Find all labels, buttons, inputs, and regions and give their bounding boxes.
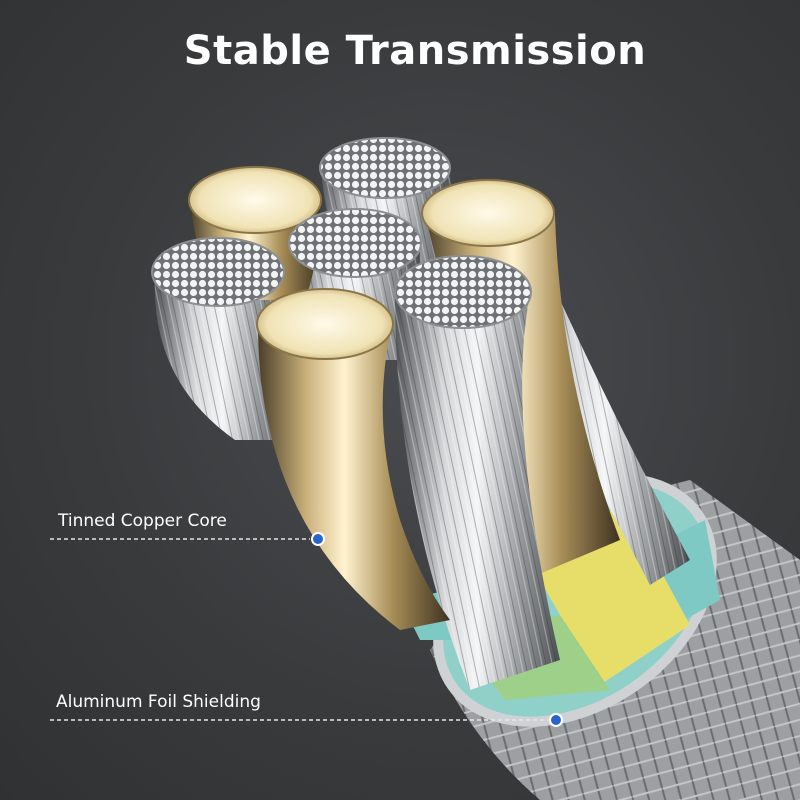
page-title: Stable Transmission: [183, 28, 647, 74]
marker-dot: [311, 532, 325, 546]
callout-line-copper: [50, 532, 325, 546]
silver-wire-left: [154, 275, 290, 440]
marker-dot: [549, 713, 563, 727]
silver-wire-front: [395, 295, 560, 690]
callout-label-copper-core: Tinned Copper Core: [58, 511, 227, 531]
gold-wire-front: [258, 325, 450, 630]
wire-end-caps: [151, 137, 555, 360]
callout-label-foil-shielding: Aluminum Foil Shielding: [56, 692, 261, 712]
callout-line-foil: [50, 713, 563, 727]
